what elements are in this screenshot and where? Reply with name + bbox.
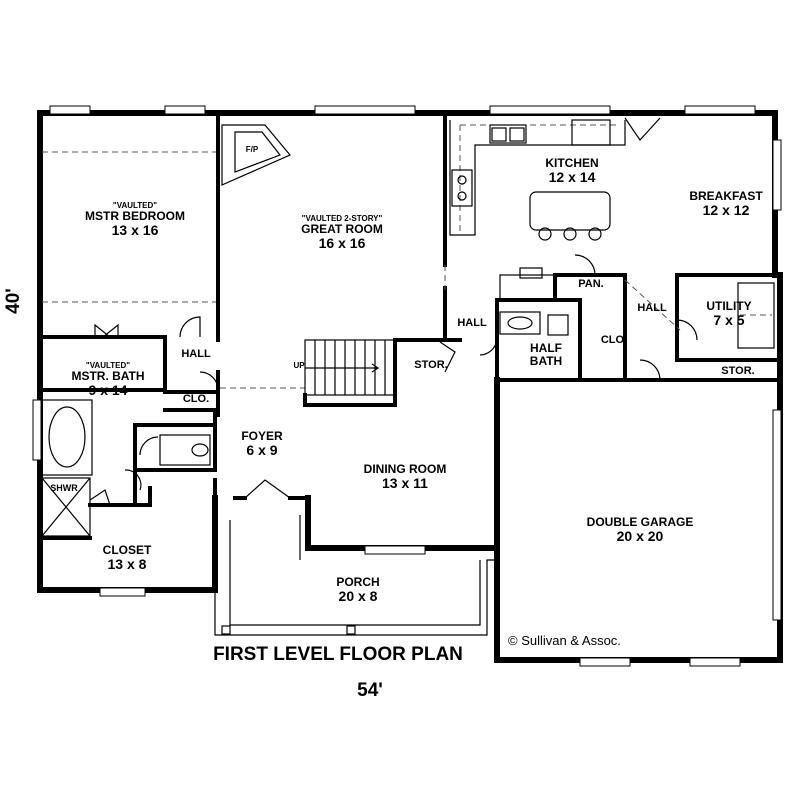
closet-right-label: CLO. [600, 334, 628, 346]
half-bath-label: HALF BATH [530, 342, 562, 367]
breakfast-name: BREAKFAST [689, 189, 763, 203]
closet-name: CLOSET [102, 543, 152, 557]
double-garage-size: 20 x 20 [616, 527, 664, 544]
porch-label: PORCH 20 x 8 [336, 576, 379, 603]
half-bath-line2: BATH [529, 353, 563, 368]
fireplace-label: F/P [245, 145, 259, 154]
shower-label: SHWR [50, 483, 78, 493]
foyer-label: FOYER 6 x 9 [241, 430, 282, 457]
porch [214, 498, 497, 636]
master-bath-size: 9 x 14 [88, 381, 128, 398]
utility-size: 7 x 5 [713, 311, 745, 328]
closet-left-label: CLO. [182, 393, 210, 405]
hall-center-label: HALL [457, 317, 487, 329]
utility-label: UTILITY 7 x 5 [706, 300, 751, 327]
great-room-name: GREAT ROOM [301, 222, 383, 237]
dining-room-label: DINING ROOM 13 x 11 [364, 463, 447, 490]
porch-name: PORCH [336, 575, 380, 589]
closet-size: 13 x 8 [107, 555, 147, 572]
width-dimension: 54' [357, 680, 383, 701]
great-room-label: "VAULTED 2-STORY" GREAT ROOM 16 x 16 [301, 214, 383, 251]
half-bath-line1: HALF [530, 341, 562, 355]
exterior-walls [37, 110, 783, 663]
kitchen-name: KITCHEN [545, 156, 599, 170]
storage-stair-label: STOR. [414, 359, 448, 371]
master-bath-note: "VAULTED" [85, 361, 131, 370]
kitchen-size: 12 x 14 [548, 168, 596, 185]
stair-up-label: UP [293, 361, 305, 370]
great-room-size: 16 x 16 [318, 234, 366, 251]
utility-name: UTILITY [706, 299, 752, 313]
master-bedroom-name: MSTR BEDROOM [85, 209, 185, 224]
breakfast-label: BREAKFAST 12 x 12 [689, 190, 762, 217]
storage-garage-label: STOR. [721, 365, 755, 377]
great-room-note: "VAULTED 2-STORY" [301, 214, 383, 223]
fireplace [221, 124, 291, 186]
master-bedroom-size: 13 x 16 [111, 221, 159, 238]
dining-room-size: 13 x 11 [382, 474, 428, 491]
double-garage-name: DOUBLE GARAGE [586, 515, 694, 529]
closet-label: CLOSET 13 x 8 [103, 544, 152, 571]
master-bedroom-label: "VAULTED" MSTR BEDROOM 13 x 16 [85, 201, 185, 238]
depth-dimension: 40' [3, 288, 24, 314]
master-bath-label: "VAULTED" MSTR. BATH 9 x 14 [71, 361, 145, 398]
pantry-label: PAN. [578, 278, 604, 290]
master-bedroom-note: "VAULTED" [112, 201, 158, 210]
ceiling-lines [42, 124, 681, 389]
kitchen-label: KITCHEN 12 x 14 [545, 157, 598, 184]
hall-right-label: HALL [637, 302, 667, 314]
plan-title: FIRST LEVEL FLOOR PLAN [213, 644, 463, 665]
windows [32, 105, 782, 667]
kitchen-counters [449, 119, 626, 301]
staircase [304, 339, 396, 396]
copyright-notice: © Sullivan & Assoc. [508, 633, 621, 648]
dining-room-name: DINING ROOM [363, 462, 447, 476]
bath-fixtures [41, 282, 775, 537]
doors [89, 117, 698, 506]
foyer-size: 6 x 9 [246, 441, 278, 458]
double-garage-label: DOUBLE GARAGE 20 x 20 [587, 516, 694, 543]
breakfast-size: 12 x 12 [702, 201, 750, 218]
master-bath-name: MSTR. BATH [71, 369, 145, 384]
hall-left-label: HALL [181, 348, 211, 360]
foyer-name: FOYER [241, 429, 283, 443]
porch-size: 20 x 8 [338, 587, 378, 604]
